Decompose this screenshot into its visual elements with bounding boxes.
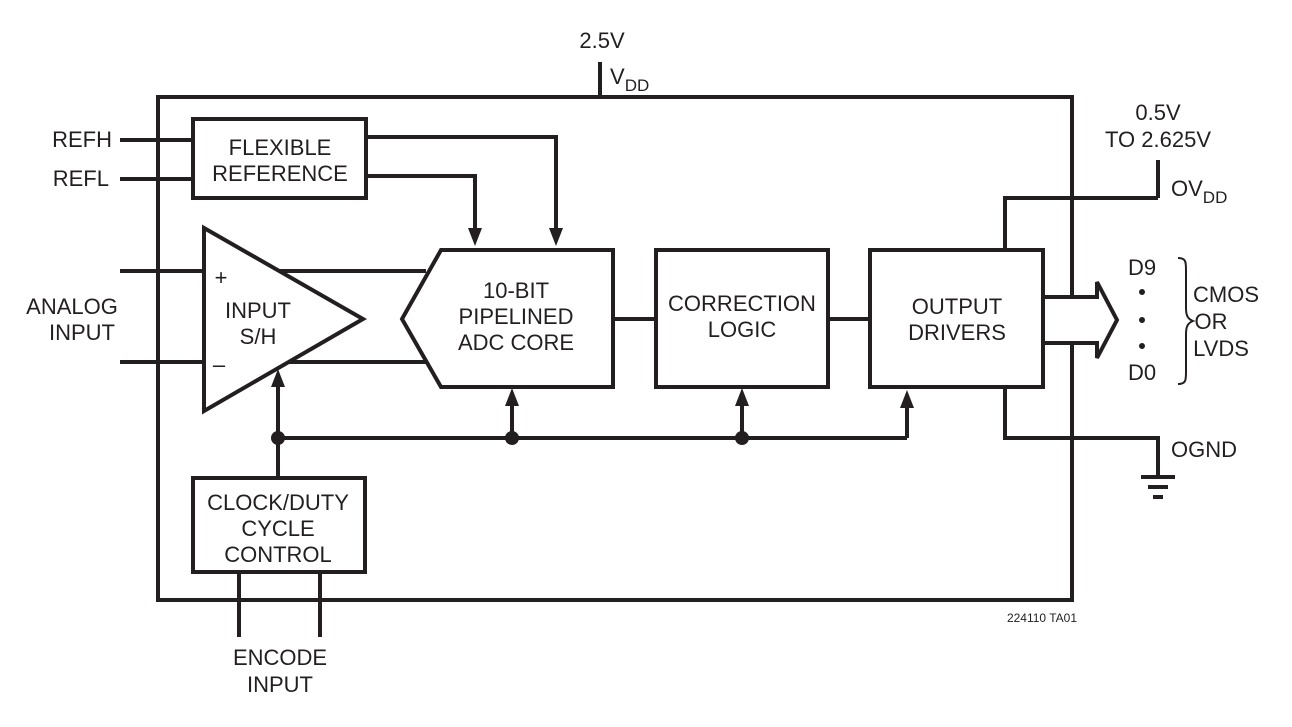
arrow-head-ref-2: [468, 228, 482, 246]
ovdd-label: OVDD: [1171, 176, 1227, 207]
vdd-label: VDD: [610, 64, 649, 95]
reference-to-adc-line-1: [366, 135, 558, 230]
flexible-reference-block: [191, 117, 368, 200]
adc-core-line1: 10-BIT: [483, 278, 549, 303]
arrow-head-ref-1: [549, 228, 563, 246]
ovdd-range-line2: TO 2.625V: [1105, 127, 1211, 152]
encode-input-line2: INPUT: [247, 672, 313, 697]
ognd-line: [1003, 387, 1160, 475]
analog-input-line1: ANALOG: [26, 294, 118, 319]
plus-sign: +: [215, 265, 228, 290]
output-drivers-line2: DRIVERS: [908, 320, 1006, 345]
output-dot-3: [1139, 343, 1145, 349]
output-dot-2: [1139, 317, 1145, 323]
output-dot-1: [1139, 289, 1145, 295]
vdd-voltage-label: 2.5V: [579, 28, 625, 53]
junction-dot-2: [505, 431, 519, 445]
adc-core-line3: ADC CORE: [458, 330, 574, 355]
minus-sign: –: [213, 352, 226, 377]
junction-dot-1: [271, 431, 285, 445]
arrow-head-clock-sh: [271, 369, 285, 387]
output-bus-arrow: [1041, 281, 1120, 359]
correction-logic-block: [654, 248, 830, 389]
output-drivers-line1: OUTPUT: [912, 294, 1002, 319]
vdd-subscript: DD: [625, 76, 650, 95]
flexible-reference-line1: FLEXIBLE: [229, 135, 332, 160]
correction-logic-line1: CORRECTION: [668, 291, 816, 316]
output-format-line2: OR: [1195, 309, 1228, 334]
arrow-head-clock-drivers: [900, 390, 914, 408]
input-sh-line1: INPUT: [225, 298, 291, 323]
junction-dot-3: [735, 431, 749, 445]
encode-input-line1: ENCODE: [233, 645, 327, 670]
output-lsb-label: D0: [1128, 360, 1156, 385]
output-msb-label: D9: [1128, 255, 1156, 280]
reference-to-adc-line-2: [366, 174, 477, 230]
ognd-label: OGND: [1171, 437, 1237, 462]
refh-label: REFH: [52, 127, 112, 152]
output-drivers-block: [868, 248, 1045, 389]
ovdd-line: [1003, 196, 1158, 250]
flexible-reference-line2: REFERENCE: [212, 161, 348, 186]
clock-duty-block: [191, 476, 367, 574]
analog-input-line2: INPUT: [49, 320, 115, 345]
clock-duty-line2: CYCLE: [241, 516, 314, 541]
input-sh-amplifier: [202, 224, 368, 415]
input-sh-line2: S/H: [240, 324, 277, 349]
adc-core-block: [399, 248, 615, 389]
figure-code: 224110 TA01: [1007, 611, 1077, 625]
clock-duty-line3: CONTROL: [224, 542, 332, 567]
arrow-head-clock-adc: [505, 388, 519, 406]
output-format-line1: CMOS: [1193, 282, 1259, 307]
correction-logic-line2: LOGIC: [708, 317, 777, 342]
output-brace: [1177, 257, 1196, 385]
arrow-head-clock-correction: [735, 388, 749, 406]
adc-core-line2: PIPELINED: [459, 304, 574, 329]
ovdd-subscript: DD: [1203, 188, 1228, 207]
refl-label: REFL: [53, 166, 109, 191]
clock-duty-line1: CLOCK/DUTY: [207, 490, 349, 515]
ovdd-range-line1: 0.5V: [1135, 100, 1181, 125]
output-format-line3: LVDS: [1193, 336, 1249, 361]
